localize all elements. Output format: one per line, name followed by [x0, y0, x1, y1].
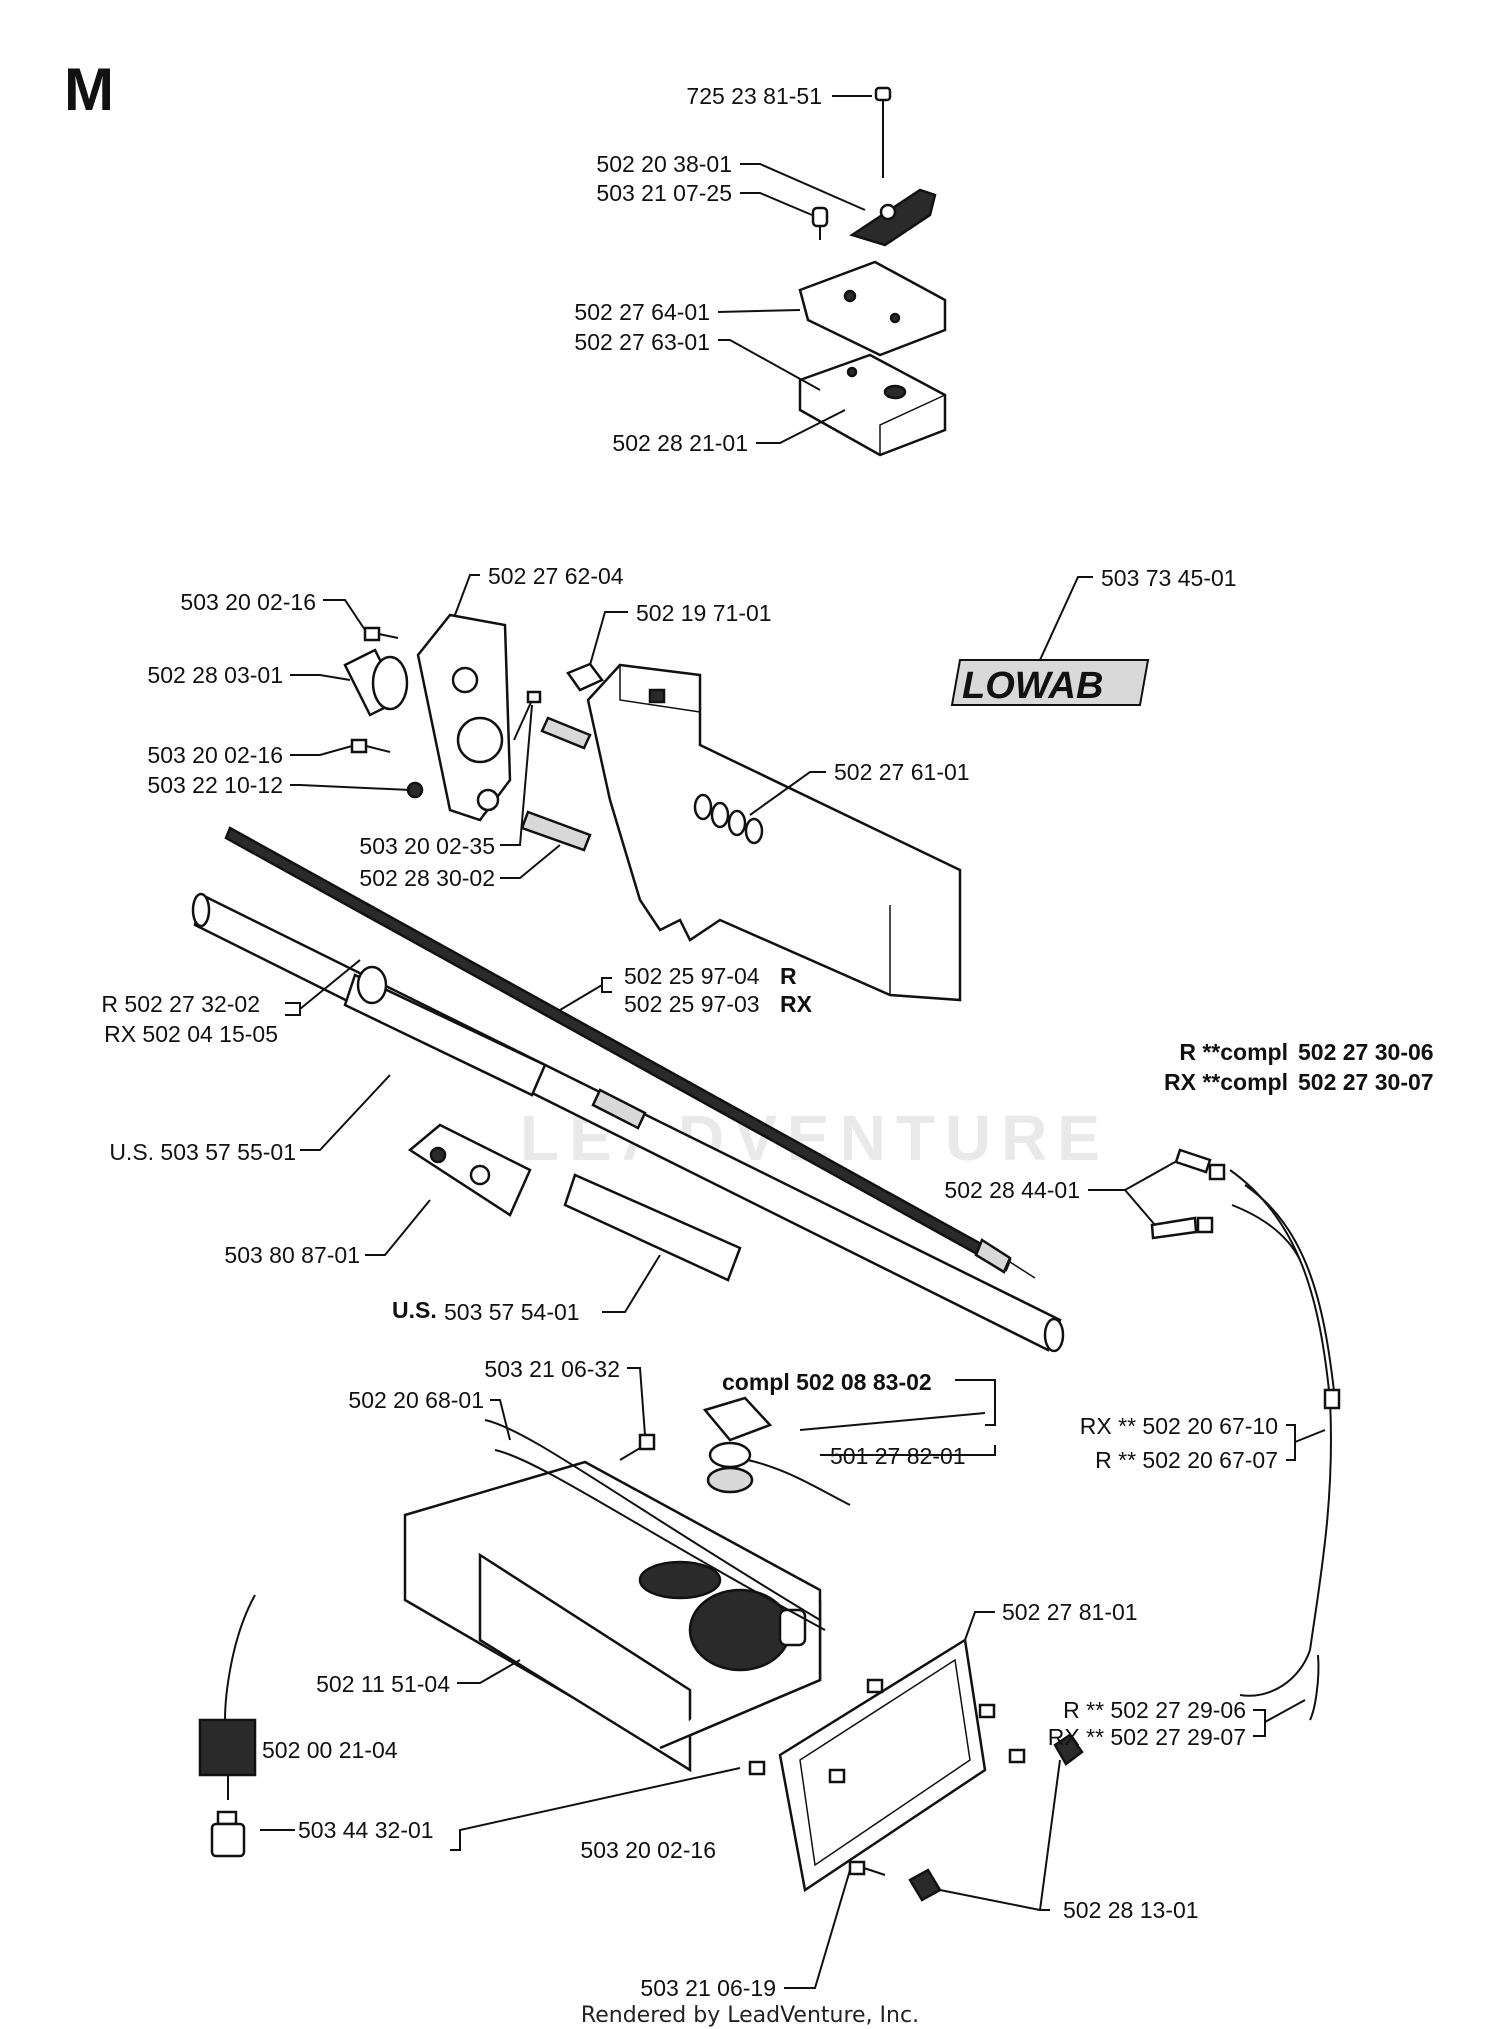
- wiring-harness-502-27-30-06: [1229, 1169, 1341, 1721]
- screw-503-20-02-35: [513, 690, 542, 741]
- screw-503-21-07-25: [811, 206, 829, 240]
- label-rx: RX: [780, 991, 813, 1017]
- leaders-housing: [260, 1367, 1061, 1989]
- nut-503-22-10-12: [406, 781, 424, 799]
- label-502-20-38-01: 502 20 38-01: [596, 151, 732, 177]
- label-502-19-71-01: 502 19 71-01: [636, 600, 772, 626]
- leaders-decals: [300, 1074, 661, 1313]
- label-rx-502-27-29-07: RX ** 502 27 29-07: [1048, 1724, 1246, 1750]
- wing-nut-502-20-38-01: [849, 188, 937, 247]
- connectors-502-28-44-01: [1150, 1148, 1226, 1240]
- springs-502-28-30-02: [520, 716, 592, 852]
- label-502-20-68-01: 502 20 68-01: [348, 1387, 484, 1413]
- label-503-80-87-01: 503 80 87-01: [224, 1242, 360, 1268]
- section-letter: M: [64, 56, 114, 123]
- decal-503-80-87-01: [407, 1123, 532, 1217]
- label-503-21-07-25: 503 21 07-25: [596, 180, 732, 206]
- leaders-handle: [290, 574, 1093, 879]
- label-725-23-81-51: 725 23 81-51: [686, 83, 822, 109]
- label-502-28-03-01: 502 28 03-01: [147, 662, 283, 688]
- label-502-00-21-04: 502 00 21-04: [262, 1737, 398, 1763]
- bolt-725-23-81-51: [874, 86, 892, 178]
- screws-503-20-02-16-bottom: [748, 1678, 1026, 1784]
- label-503-21-06-32: 503 21 06-32: [484, 1356, 620, 1382]
- label-502-28-13-01: 502 28 13-01: [1063, 1897, 1199, 1923]
- label-r-502-27-32-02: R 502 27 32-02: [101, 991, 260, 1017]
- decal-503-57-55-01: [343, 965, 547, 1097]
- fuel-hose-502-00-21-04: [198, 1594, 257, 1800]
- label-r-502-27-29-06: R ** 502 27 29-06: [1063, 1697, 1246, 1723]
- clamp-top-502-27-64-01: [798, 260, 947, 357]
- label-502-28-44-01: 502 28 44-01: [944, 1177, 1080, 1203]
- handle-plate-502-27-62-04: [416, 613, 512, 822]
- label-502-11-51-04: 502 11 51-04: [316, 1671, 450, 1697]
- label-502-27-63-01: 502 27 63-01: [574, 329, 710, 355]
- label-us: U.S.: [392, 1297, 437, 1323]
- label-502-27-30-06: 502 27 30-06: [1298, 1039, 1434, 1065]
- label-503-22-10-12: 503 22 10-12: [147, 772, 283, 798]
- gasket-502-27-81-01: [778, 1637, 987, 1893]
- label-r-compl: R **compl: [1179, 1039, 1288, 1065]
- leaders-top: [717, 95, 872, 444]
- label-us-503-57-55-01: U.S. 503 57 55-01: [109, 1139, 296, 1165]
- screw-503-20-02-16-mid: [350, 738, 391, 754]
- label-502-28-21-01: 502 28 21-01: [612, 430, 748, 456]
- fuel-cap-502-08-83-02: [702, 1396, 851, 1506]
- logo-text: LOWAB: [962, 665, 1103, 707]
- label-502-28-30-02: 502 28 30-02: [359, 865, 495, 891]
- label-compl-502-08-83-02: compl 502 08 83-02: [722, 1369, 932, 1395]
- handle-buttons: [693, 793, 764, 845]
- filter-503-44-32-01: [210, 1810, 246, 1858]
- clamp-bottom-502-28-21-01: [798, 353, 947, 457]
- throttle-cable-502-20-68-01: [484, 1419, 826, 1631]
- handle-502-27-61-01: [586, 663, 962, 1002]
- label-503-21-06-19: 503 21 06-19: [640, 1975, 776, 2001]
- label-502-27-62-04: 502 27 62-04: [488, 563, 624, 589]
- label-503-20-02-16-a: 503 20 02-16: [180, 589, 316, 615]
- label-503-57-54-01: 503 57 54-01: [444, 1299, 580, 1325]
- housing-502-11-51-04: [403, 1460, 822, 1773]
- label-r: R: [780, 963, 797, 989]
- grommets-502-28-13-01: [908, 1733, 1084, 1902]
- label-502-27-30-07: 502 27 30-07: [1298, 1069, 1434, 1095]
- label-503-44-32-01: 503 44 32-01: [298, 1817, 434, 1843]
- label-502-27-81-01: 502 27 81-01: [1002, 1599, 1138, 1625]
- label-502-25-97-04: 502 25 97-04: [624, 963, 760, 989]
- nut-502-19-71-01: [566, 662, 604, 692]
- leaders-harness: [1088, 1161, 1326, 1737]
- label-502-27-64-01: 502 27 64-01: [574, 299, 710, 325]
- leaders-shaft: [285, 959, 612, 1016]
- spacer-502-28-03-01: [343, 648, 409, 717]
- label-rx-compl: RX **compl: [1164, 1069, 1288, 1095]
- footer-credit: Rendered by LeadVenture, Inc.: [581, 2003, 919, 2028]
- label-502-27-61-01: 502 27 61-01: [834, 759, 970, 785]
- label-503-73-45-01: 503 73 45-01: [1101, 565, 1237, 591]
- decal-503-57-54-01: [563, 1173, 742, 1282]
- label-503-20-02-16-c: 503 20 02-16: [580, 1837, 716, 1863]
- label-503-20-02-16-b: 503 20 02-16: [147, 742, 283, 768]
- drive-shaft-502-25-97-04: [224, 826, 1036, 1279]
- screw-503-20-02-16-top: [363, 626, 399, 642]
- label-r-502-20-67-07: R ** 502 20 67-07: [1095, 1447, 1278, 1473]
- label-503-20-02-35: 503 20 02-35: [359, 833, 495, 859]
- decal-503-73-45-01: LOWAB: [950, 659, 1150, 707]
- screw-503-21-06-32: [619, 1433, 656, 1461]
- label-rx-502-04-15-05: RX 502 04 15-05: [104, 1021, 278, 1047]
- label-501-27-82-01: 501 27 82-01: [830, 1443, 966, 1469]
- label-502-25-97-03: 502 25 97-03: [624, 991, 760, 1017]
- screw-503-21-06-19: [848, 1860, 886, 1876]
- label-rx-502-20-67-10: RX ** 502 20 67-10: [1080, 1413, 1278, 1439]
